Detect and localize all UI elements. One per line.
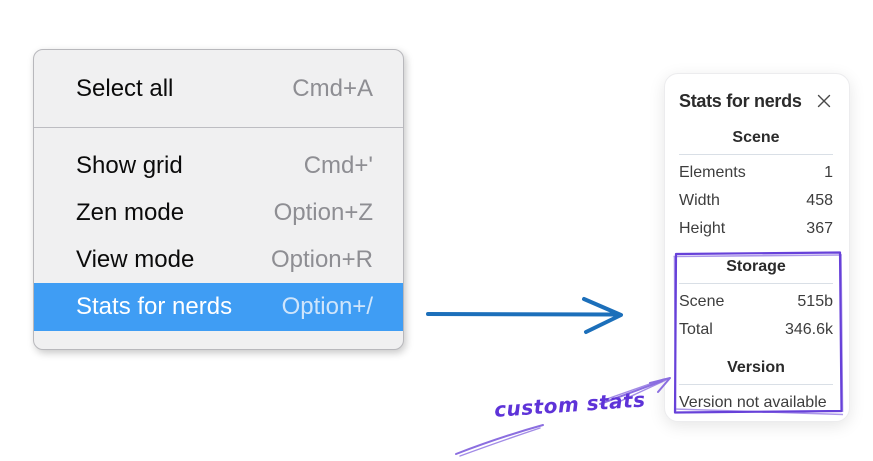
menu-item-label: Stats for nerds — [76, 293, 233, 320]
stats-panel: Stats for nerds Scene Elements 1 Width 4… — [664, 73, 850, 422]
section-divider — [679, 384, 833, 385]
stat-label: Total — [679, 321, 713, 338]
menu-item-stats-for-nerds[interactable]: Stats for nerds Option+/ — [34, 283, 403, 331]
menu-item-shortcut: Option+R — [270, 245, 373, 273]
menu-item-label: View mode — [76, 245, 195, 273]
menu-item-show-grid[interactable]: Show grid Cmd+' — [34, 142, 403, 189]
stat-value: 458 — [806, 192, 833, 209]
menu-item-shortcut: Option+Z — [273, 198, 373, 226]
stat-row-width: Width 458 — [679, 187, 833, 215]
blue-arrow — [426, 297, 623, 334]
stat-row-height: Height 367 — [679, 215, 833, 243]
custom-stats-arrow — [599, 377, 671, 407]
stat-row-scene-size: Scene 515b — [679, 288, 833, 316]
menu-item-zen-mode[interactable]: Zen mode Option+Z — [34, 189, 403, 236]
menu-item-shortcut: Option+/ — [281, 293, 373, 320]
stat-value: 515b — [797, 293, 833, 310]
menu-item-label: Select all — [76, 74, 174, 102]
menu-divider — [34, 127, 403, 128]
custom-stats-label: custom stats — [493, 387, 647, 422]
stat-label: Elements — [679, 164, 746, 181]
menu-item-label: Zen mode — [76, 198, 185, 226]
stat-value: 346.6k — [784, 321, 833, 338]
stat-value: 1 — [824, 164, 833, 181]
menu-section: Show grid Cmd+' Zen mode Option+Z View m… — [34, 128, 403, 331]
stats-panel-header: Stats for nerds — [679, 90, 833, 112]
close-icon[interactable] — [815, 92, 833, 110]
menu-item-label: Show grid — [76, 151, 183, 179]
section-heading-scene: Scene — [732, 129, 780, 146]
section-divider — [679, 283, 833, 284]
menu-item-shortcut: Cmd+' — [303, 151, 373, 179]
context-menu: Select all Cmd+A Show grid Cmd+' Zen mod… — [33, 49, 404, 350]
menu-item-view-mode[interactable]: View mode Option+R — [34, 236, 403, 283]
stat-label: Height — [679, 220, 726, 237]
version-note: Version not available — [679, 394, 827, 411]
stat-label: Width — [679, 192, 720, 209]
section-heading-storage: Storage — [726, 258, 786, 275]
menu-item-select-all[interactable]: Select all Cmd+A — [34, 50, 403, 127]
menu-item-shortcut: Cmd+A — [292, 74, 373, 102]
stat-row-elements: Elements 1 — [679, 159, 833, 187]
section-divider — [679, 154, 833, 155]
stat-label: Scene — [679, 293, 725, 310]
stats-panel-title: Stats for nerds — [679, 91, 802, 111]
section-heading-version: Version — [727, 359, 785, 376]
stat-value: 367 — [806, 220, 833, 237]
pointer-stroke — [455, 424, 544, 457]
stat-row-total-size: Total 346.6k — [679, 316, 833, 344]
